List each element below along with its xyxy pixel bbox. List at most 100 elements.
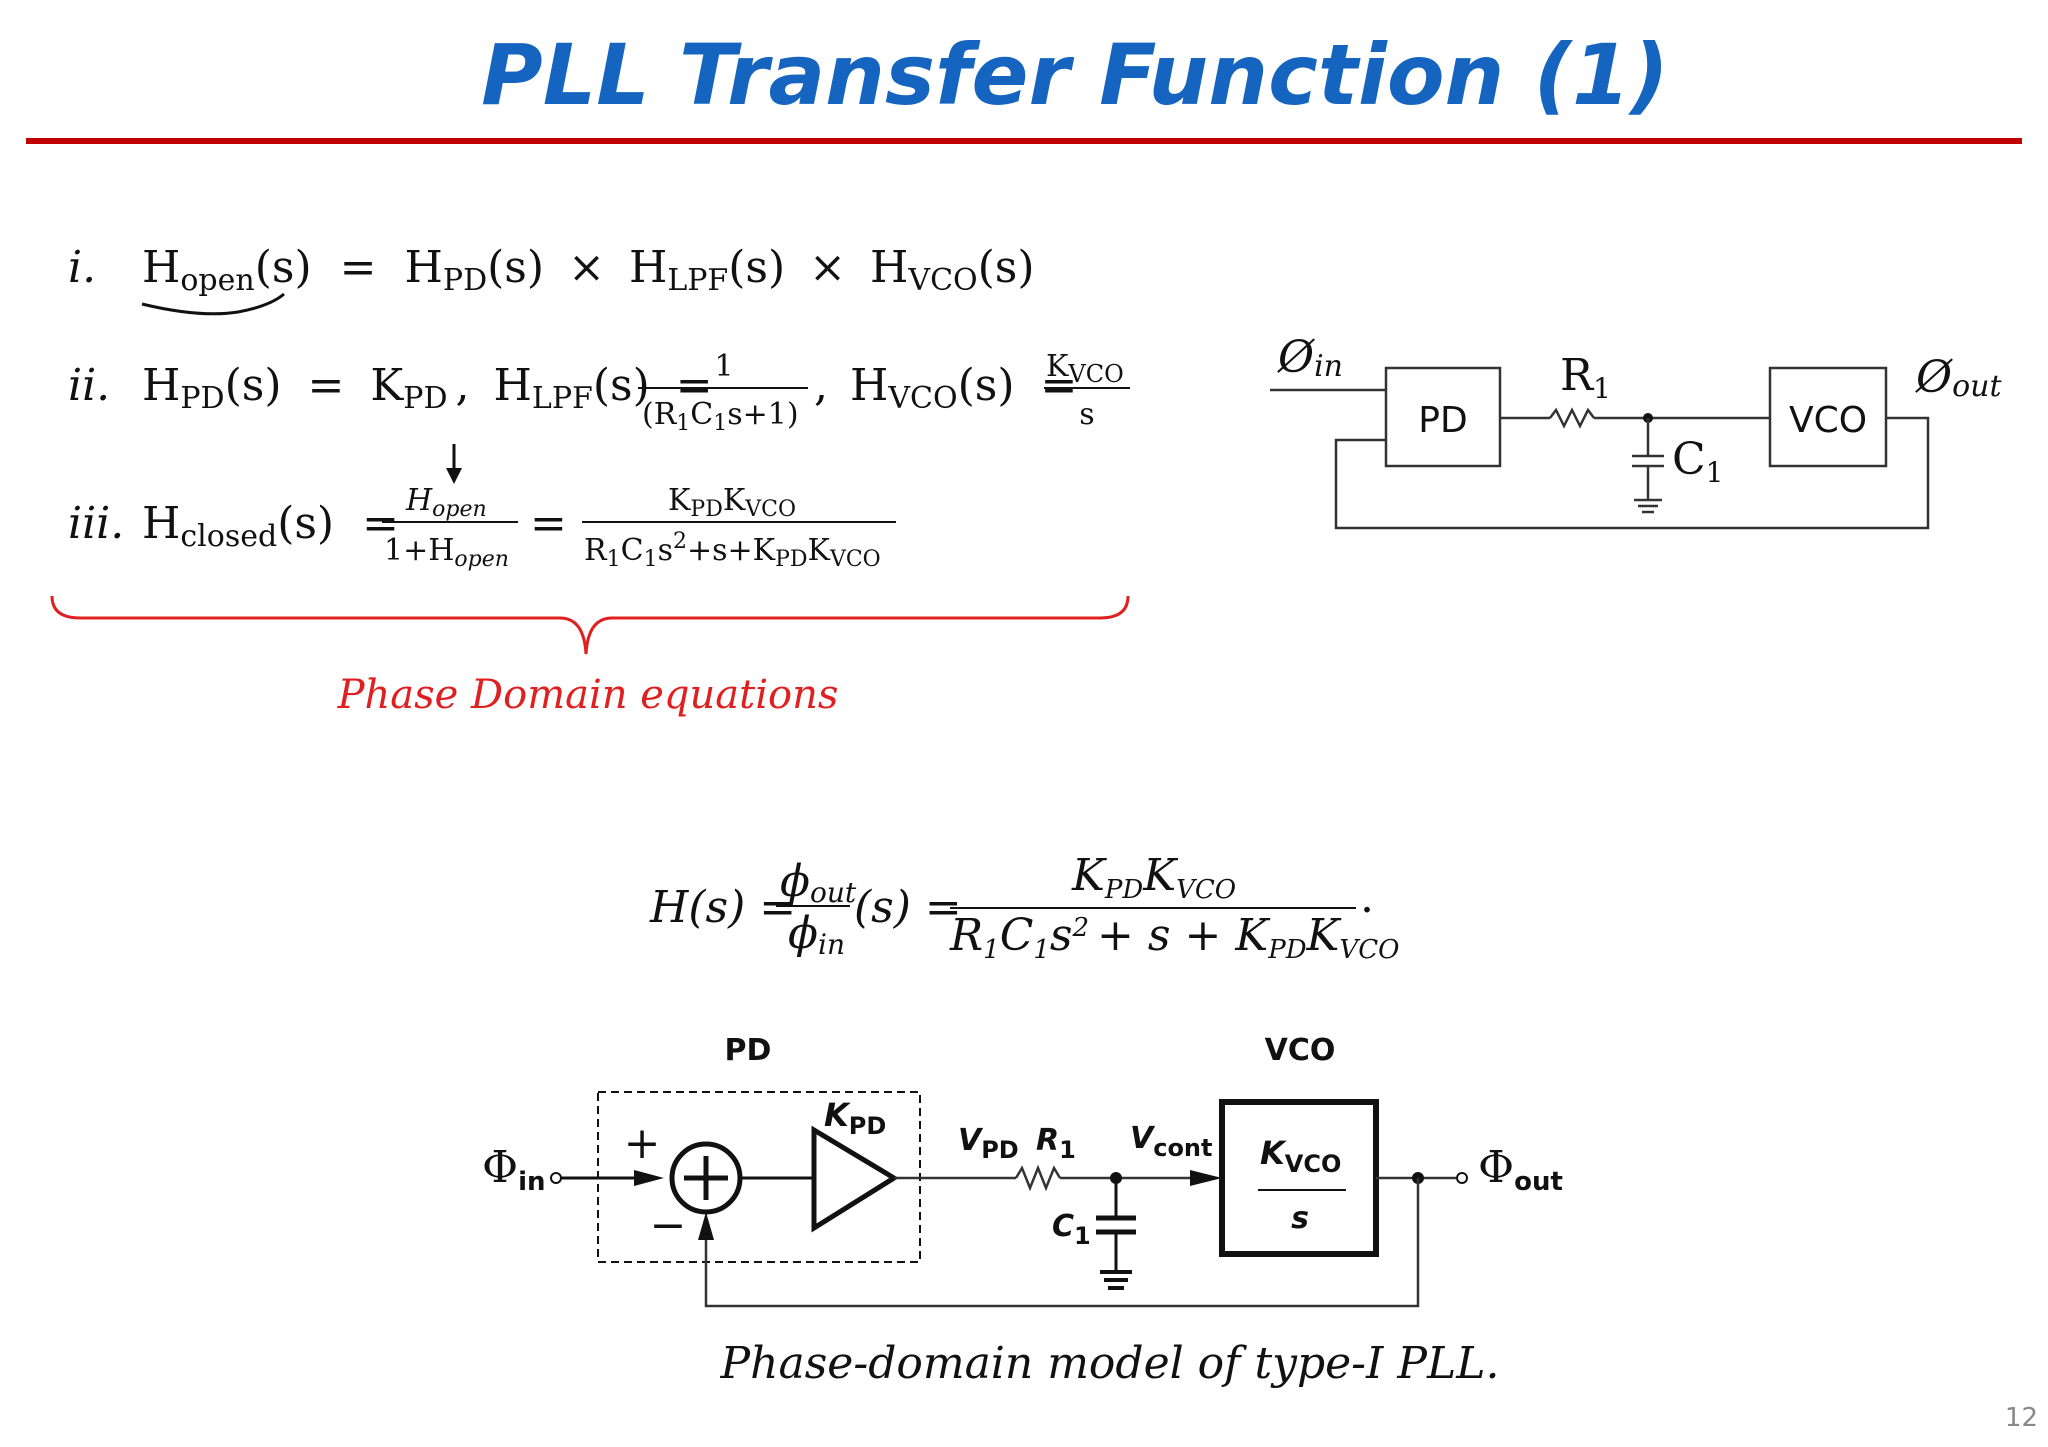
times-1: × [568,242,605,293]
equation-i-label: i. [68,242,96,293]
tf-in-sub: in [818,928,845,961]
r1-top: R [1560,350,1595,401]
lpf-den: (R [642,397,678,432]
bd-vcont: V [1130,1121,1156,1156]
bd-kvco-sub: VCO [1285,1150,1342,1178]
tf-den-r: R [949,910,983,961]
h-open-sub: open [180,263,254,298]
h-lpf-ii: H [494,360,532,411]
tf-phi-in: ϕ [788,908,818,959]
comma-2: , [814,360,828,411]
lpf-num: 1 [714,349,733,384]
tf-num-k: K [1071,850,1107,901]
svg-text:Vcont: Vcont [1130,1121,1213,1162]
bd-vcont-sub: cont [1153,1134,1212,1162]
amplifier-icon [811,1125,899,1233]
phi-in-top: Ø [1277,332,1315,383]
bd-phi-out: Φ [1478,1142,1514,1193]
title-rule [26,138,2022,144]
equation-i: i. Hopen(s) = HPD(s) × HLPF(s) × HVCO(s) [68,242,1035,316]
h-vco-ii-sub: VCO [887,381,957,416]
equals: = [340,242,377,293]
phi-out-top-sub: out [1952,369,2002,404]
svg-text:1+Hopen: 1+Hopen [384,533,509,572]
svg-text:Hopen(s) = HPD(s): Hopen(s) = HPD(s) × HLPF(s) × HVCO(s) [142,242,1035,298]
tf-den-k2: K [1306,910,1342,961]
arg-vco-ii: (s) [958,360,1015,411]
frac1-num-sub: open [432,497,487,522]
svg-text:VPD: VPD [958,1123,1019,1164]
svg-text:HPD(s) = KPD,: HPD(s) = KPD, HLPF(s) = [142,360,713,416]
tf-den-plus: + s + K [1097,910,1270,961]
bd-kpd-sub: PD [849,1112,887,1140]
equals-ii-3: = [1041,360,1078,411]
bd-pd-label: PD [725,1033,772,1068]
tf-phi-out: ϕ [780,856,810,907]
arg-iii: (s) [277,498,334,549]
comma-1: , [456,360,470,411]
underline-swoosh [141,292,285,316]
circuit-top: Øin PD R1 C1 VCO Øout [1270,332,2002,530]
frac2-den-s: s [658,533,673,568]
svg-text:Øin: Øin [1277,332,1343,384]
svg-text:R1C1s2+s+KPDKVCO: R1C1s2+s+KPDKVCO [584,529,881,572]
frac2-den-sub2: VCO [829,547,881,572]
frac1-num: H [405,483,433,518]
h-pd-ii: H [142,360,180,411]
equation-ii-label: ii. [68,360,110,411]
bd-kvco-den: s [1291,1201,1309,1236]
vco-den: s [1079,397,1094,432]
svg-text:Hopen: Hopen [405,483,487,522]
times-2: × [809,242,846,293]
frac2-den-r: R [584,533,608,568]
bd-minus: − [650,1200,687,1251]
h-open: H [142,242,180,293]
tf-out-sub: out [810,876,857,909]
r1-resistor-bd [1014,1164,1062,1192]
pd-block-top-label: PD [1418,400,1467,441]
frac2-den-plus: +s+K [687,533,776,568]
frac2-den-c: C [621,533,644,568]
equals-iii: = [362,498,399,549]
frac2-num-k: K [723,483,746,518]
arg-pd: (s) [487,242,544,293]
transfer-lhs: H(s) = [649,882,796,933]
r1-top-sub: 1 [1593,372,1611,405]
bd-c1-sub: 1 [1074,1222,1091,1250]
slide-number: 12 [2005,1403,2038,1433]
svg-text:ϕout: ϕout [780,856,857,909]
h-vco-ii: H [850,360,888,411]
tf-den-c-sub: 1 [1033,935,1050,965]
h-closed: H [142,498,180,549]
equals-ii: = [308,360,345,411]
tf-den-sub2: VCO [1339,935,1399,965]
svg-text:KVCO: KVCO [1046,349,1124,388]
vco-num: K [1046,349,1069,384]
h-lpf-ii-sub: LPF [532,381,593,416]
equation-iii: iii. Hclosed(s) = Hopen 1+Hopen = KPDKVC… [68,483,896,572]
tf-arg: (s) = [854,882,962,933]
vco-block-top-label: VCO [1789,400,1867,441]
h-closed-sub: closed [180,519,277,554]
frac2-den-k: K [808,533,831,568]
svg-text:R1C1s2+ s + KPDKVCO: R1C1s2+ s + KPDKVCO [949,910,1399,965]
frac1-den-sub: open [454,547,509,572]
tf-den-c: C [1000,910,1034,961]
bd-vpd: V [958,1123,984,1158]
h-pd-ii-sub: PD [180,381,224,416]
tf-num-k2: K [1142,850,1178,901]
svg-text:Φout: Φout [1478,1142,1563,1197]
h-lpf: H [629,242,667,293]
transfer-function: H(s) = ϕout ϕin (s) = KPDKVCO R1C1s2+ s … [649,850,1399,965]
phi-out-top: Ø [1915,352,1953,403]
svg-text:KVCO: KVCO [1260,1134,1341,1178]
h-lpf-sub: LPF [667,263,728,298]
lpf-den-sub1: 1 [676,411,690,436]
vco-block-bd [1219,1099,1379,1257]
arg: (s) [255,242,312,293]
c1-top: C [1672,434,1706,485]
equals-ii-2: = [676,360,713,411]
frac2-den-sub1: PD [775,547,807,572]
c1-top-sub: 1 [1706,456,1724,489]
